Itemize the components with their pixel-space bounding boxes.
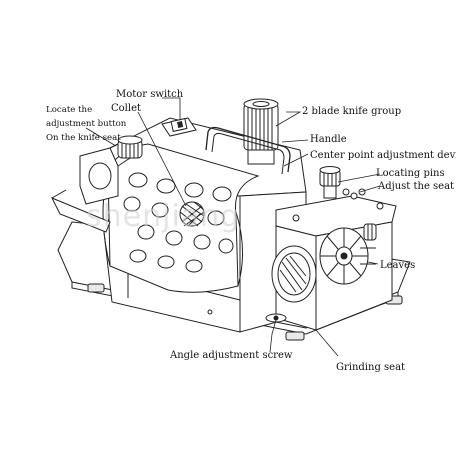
label-handle: Handle (310, 134, 347, 145)
collet-icon (179, 201, 205, 227)
label-locate-line3: On the knife seat (46, 133, 121, 143)
collet-drum (102, 143, 260, 293)
watermark-text: shenjiang (86, 199, 240, 234)
locating-pins (342, 188, 366, 200)
label-blade-knife-group: 2 blade knife group (302, 106, 401, 117)
label-grinding-seat: Grinding seat (336, 362, 405, 373)
center-point-device (319, 166, 341, 199)
handle (205, 126, 291, 175)
collet-holes (123, 172, 234, 273)
label-locate-line1: Locate the (46, 105, 92, 115)
knife-seat-block (79, 141, 131, 205)
label-motor-switch: Motor switch (116, 89, 184, 100)
grinding-wheel (271, 245, 317, 303)
angle-adjustment-screw (265, 313, 287, 323)
label-center-point: Center point adjustment device (310, 150, 456, 161)
leader-lines (85, 97, 381, 357)
adjustment-button (117, 135, 143, 159)
label-angle-screw: Angle adjustment screw (169, 350, 293, 361)
leaves-wheel (319, 227, 376, 285)
label-locate-line2: adjustment button (46, 119, 127, 129)
front-tray (50, 189, 111, 233)
label-leaves: Leaves (380, 260, 415, 271)
label-locating-pins: Locating pins (376, 168, 445, 179)
labels: Motor switch 2 blade knife group Locate … (46, 89, 456, 373)
blade-knife-group (243, 98, 279, 165)
adjust-seat-knob (363, 223, 377, 241)
label-adjust-seat: Adjust the seat (377, 181, 454, 192)
motor-switch (161, 117, 197, 137)
label-collet: Collet (111, 103, 141, 114)
